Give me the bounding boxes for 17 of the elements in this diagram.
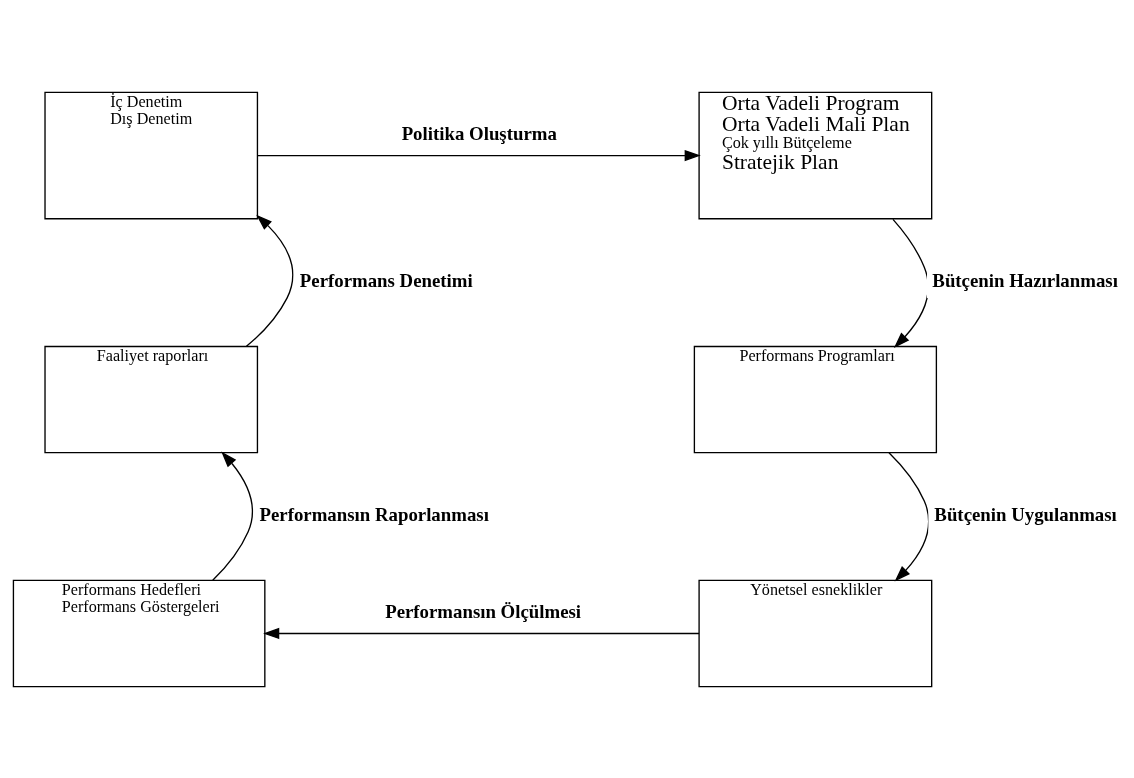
node-box: Performans Hedefleri Performans Göstergeleri bbox=[12, 579, 266, 687]
edge-label: Bütçenin Hazırlanması bbox=[932, 269, 1118, 291]
arrow bbox=[256, 149, 701, 161]
arrow bbox=[212, 451, 253, 581]
edge-label: Performansın Raporlanması bbox=[259, 503, 489, 525]
edge-label: Performansın Ölçülmesi bbox=[385, 600, 582, 622]
arrow bbox=[888, 451, 930, 582]
node-box: İç Denetim Dış Denetim bbox=[44, 91, 259, 219]
node-box: Yönetsel esneklikler bbox=[698, 579, 933, 687]
edge-label: Bütçenin Uygulanması bbox=[934, 503, 1117, 525]
node-box: Faaliyet raporları bbox=[44, 345, 259, 453]
node-box: Orta Vadeli Program Orta Vadeli Mali Plan Çok yıllı Bütçeleme Stratejik Plan bbox=[698, 91, 933, 219]
arrow bbox=[263, 627, 700, 639]
arrow bbox=[245, 214, 294, 347]
edge-label: Politika Oluşturma bbox=[401, 122, 557, 144]
node-box: Performans Programları bbox=[693, 345, 938, 453]
edge-label: Performans Denetimi bbox=[299, 269, 473, 291]
